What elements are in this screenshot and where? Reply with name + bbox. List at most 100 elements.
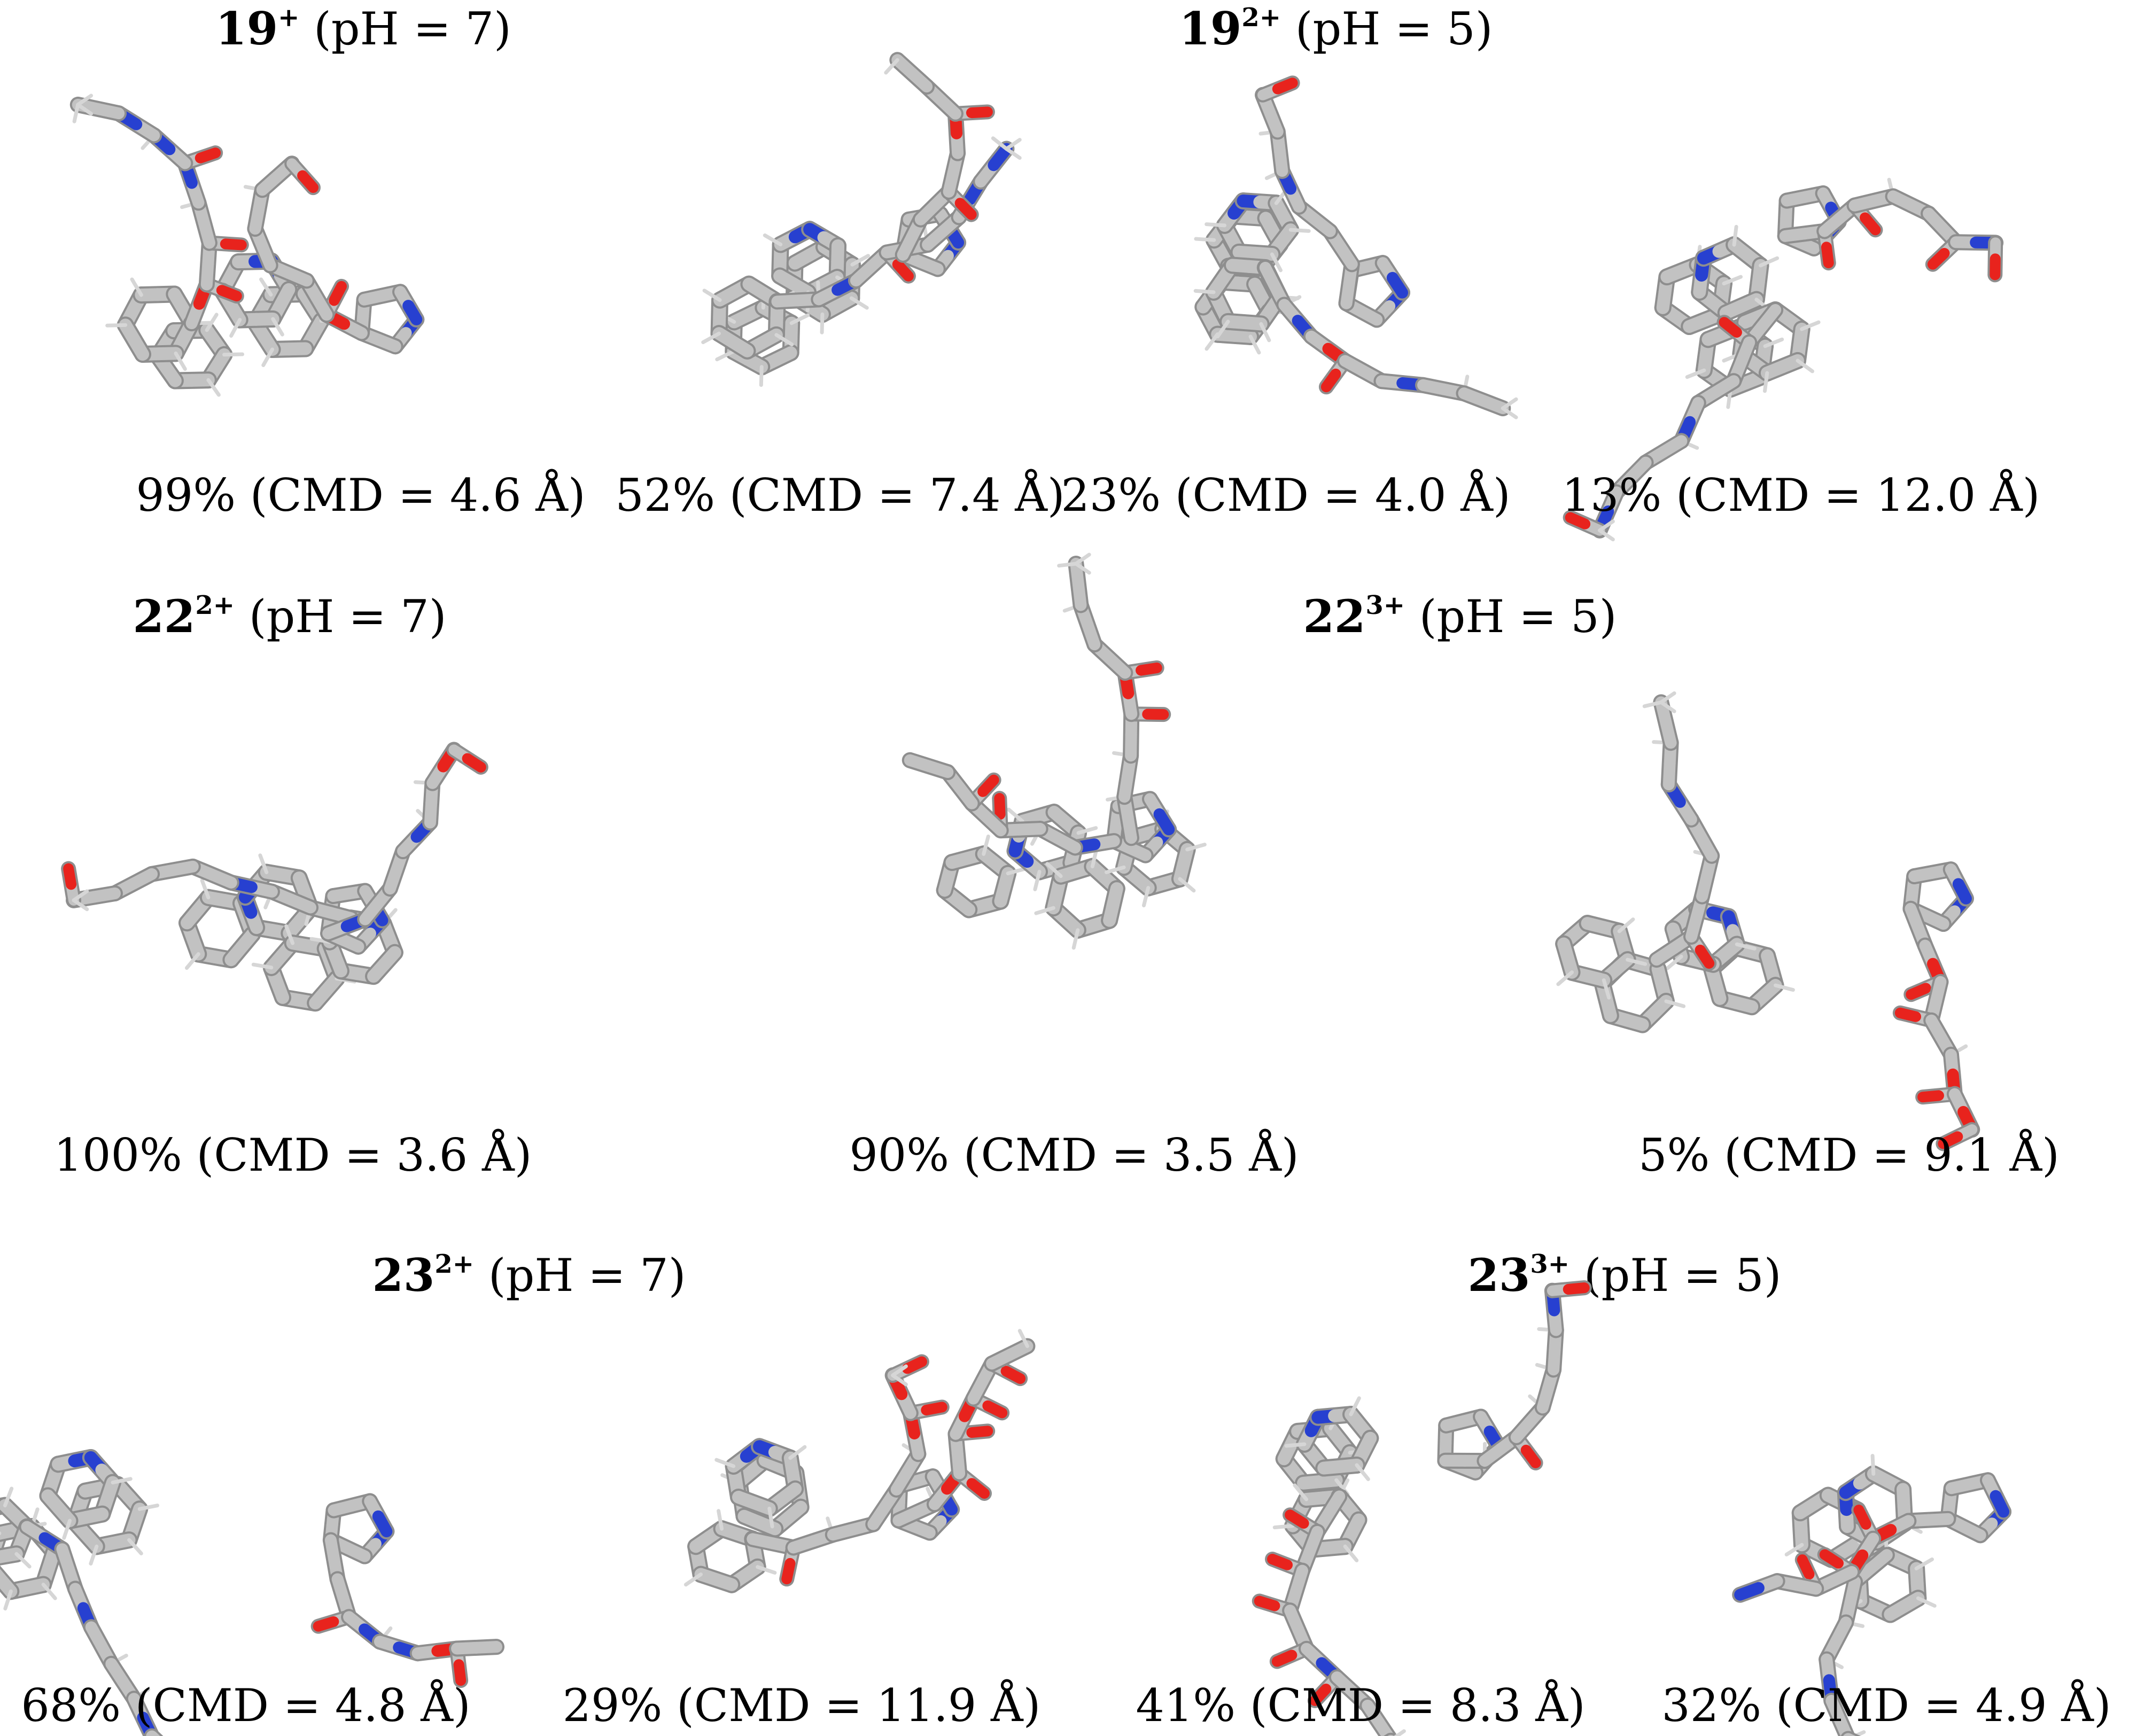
- group-title-23-ph5: 233+ (pH = 5): [1467, 1249, 1782, 1302]
- hydrogen-stub: [222, 352, 244, 357]
- hydrogen-stub: [701, 331, 721, 345]
- hydrogen-stub: [1916, 1596, 1937, 1608]
- bond-half: [1927, 247, 1950, 270]
- caption-19-ph5-conformer-1: 52% (CMD = 7.4 Å): [615, 469, 1065, 521]
- hydrogen-stub: [3, 1589, 13, 1611]
- bond-half: [1952, 878, 1972, 905]
- hydrogen-stub: [1076, 826, 1098, 835]
- bond-half: [1136, 662, 1162, 676]
- group-title-19-ph7: 19+ (pH = 7): [215, 2, 511, 55]
- hydrogen-stub: [1141, 886, 1151, 908]
- bond-half: [1267, 1554, 1293, 1570]
- hydrogen-stub: [1288, 228, 1311, 233]
- hydrogen-stub: [1272, 1524, 1295, 1530]
- bond-half: [1285, 1509, 1309, 1529]
- hydrogen-stub: [1501, 406, 1518, 419]
- hydrogen-stub: [767, 1506, 774, 1529]
- hydrogen-stub: [715, 349, 735, 362]
- bond-half: [694, 1568, 723, 1586]
- caption-22-ph7-conformer-1: 100% (CMD = 3.6 Å): [53, 1129, 532, 1181]
- hydrogen-stub: [1659, 691, 1676, 704]
- hydrogen-stub: [200, 878, 211, 900]
- bond-half: [904, 754, 935, 772]
- bond-half: [1004, 1340, 1034, 1361]
- caption-19-ph5-conformer-3: 13% (CMD = 12.0 Å): [1561, 469, 2040, 521]
- group-title-22-ph7: 222+ (pH = 7): [133, 590, 447, 643]
- bond-half: [994, 881, 1011, 908]
- hydrogen-stub: [1665, 954, 1683, 970]
- hydrogen-stub: [261, 347, 275, 367]
- hydrogen-stub: [14, 1552, 32, 1569]
- hydrogen-stub: [1870, 1453, 1876, 1476]
- bond-half: [453, 1659, 467, 1686]
- bond-half: [63, 863, 77, 890]
- bond-half: [283, 914, 307, 940]
- hydrogen-stub: [982, 834, 990, 856]
- bond-half: [1894, 1007, 1922, 1022]
- hydrogen-stub: [1602, 978, 1611, 1000]
- hydrogen-stub: [1774, 983, 1795, 992]
- hydrogen-stub: [717, 1509, 724, 1531]
- hydrogen-stub: [258, 853, 269, 875]
- bond-half: [891, 54, 918, 80]
- bond-half: [1254, 1595, 1280, 1612]
- hydrogen-stub: [1178, 877, 1196, 893]
- hydrogen-stub: [1735, 942, 1757, 951]
- hydrogen-stub: [788, 1445, 807, 1460]
- hydrogen-stub: [1045, 862, 1063, 878]
- bond-half: [781, 1558, 796, 1585]
- hydrogen-stub: [1284, 1442, 1307, 1448]
- hydrogen-stub: [1393, 1729, 1406, 1736]
- hydrogen-stub: [41, 1582, 57, 1600]
- bond-half: [329, 281, 347, 306]
- bond-half: [892, 259, 914, 282]
- bond-half: [1819, 1549, 1844, 1569]
- hydrogen-stub: [62, 1519, 72, 1540]
- bond-half: [1222, 315, 1251, 330]
- bond-half: [1153, 808, 1175, 836]
- bond-half: [1309, 1684, 1332, 1706]
- hydrogen-stub: [1642, 700, 1663, 709]
- caption-22-ph5-conformer-2: 5% (CMD = 9.1 Å): [1638, 1129, 2060, 1181]
- hydrogen-stub: [884, 58, 899, 75]
- hydrogen-stub: [1205, 222, 1227, 228]
- bond-half: [982, 1400, 1008, 1419]
- hydrogen-stub: [1248, 334, 1261, 355]
- bond-half: [1297, 1475, 1326, 1490]
- hydrogen-stub: [1685, 368, 1706, 379]
- hydrogen-stub: [1004, 138, 1022, 151]
- molecule-22-ph5-conformer-1: [902, 552, 1207, 950]
- molecule-19-ph7-conformer-1: [69, 94, 425, 397]
- bond-half: [1520, 1444, 1541, 1468]
- hydrogen-stub: [72, 898, 89, 912]
- hydrogen-stub: [1796, 359, 1814, 373]
- hydrogen-stub: [1057, 562, 1078, 568]
- bond-half: [1103, 898, 1120, 927]
- hydrogen-stub: [1762, 371, 1769, 393]
- hydrogen-stub: [1194, 237, 1216, 242]
- bond-half: [994, 793, 1006, 820]
- bond-half: [1695, 944, 1715, 969]
- hydrogen-stub: [1074, 562, 1091, 575]
- hydrogen-stub: [1185, 843, 1207, 852]
- hydrogen-stub: [759, 365, 764, 387]
- hydrogen-stub: [271, 317, 284, 337]
- hydrogen-stub: [127, 1538, 143, 1555]
- hydrogen-stub: [849, 296, 869, 310]
- bond-half: [1719, 300, 1748, 320]
- bond-half: [297, 170, 319, 193]
- bond-half: [1734, 1582, 1765, 1601]
- caption-23-ph5-conformer-2: 32% (CMD = 4.9 Å): [1661, 1679, 2111, 1732]
- bond-half: [220, 238, 247, 251]
- molecule-23-ph7-conformer-2: [683, 1329, 1036, 1593]
- bond-half: [1070, 557, 1084, 590]
- caption-19-ph7-conformer-1: 99% (CMD = 4.6 Å): [136, 469, 586, 521]
- bond-half: [1990, 1490, 2010, 1518]
- bond-half: [471, 1641, 503, 1654]
- bond-half: [1557, 937, 1574, 965]
- bond-half: [1000, 1366, 1026, 1384]
- caption-19-ph5-conformer-2: 23% (CMD = 4.0 Å): [1061, 469, 1511, 521]
- bond-half: [737, 1509, 766, 1529]
- hydrogen-stub: [1355, 1463, 1370, 1481]
- bond-half: [921, 1402, 947, 1416]
